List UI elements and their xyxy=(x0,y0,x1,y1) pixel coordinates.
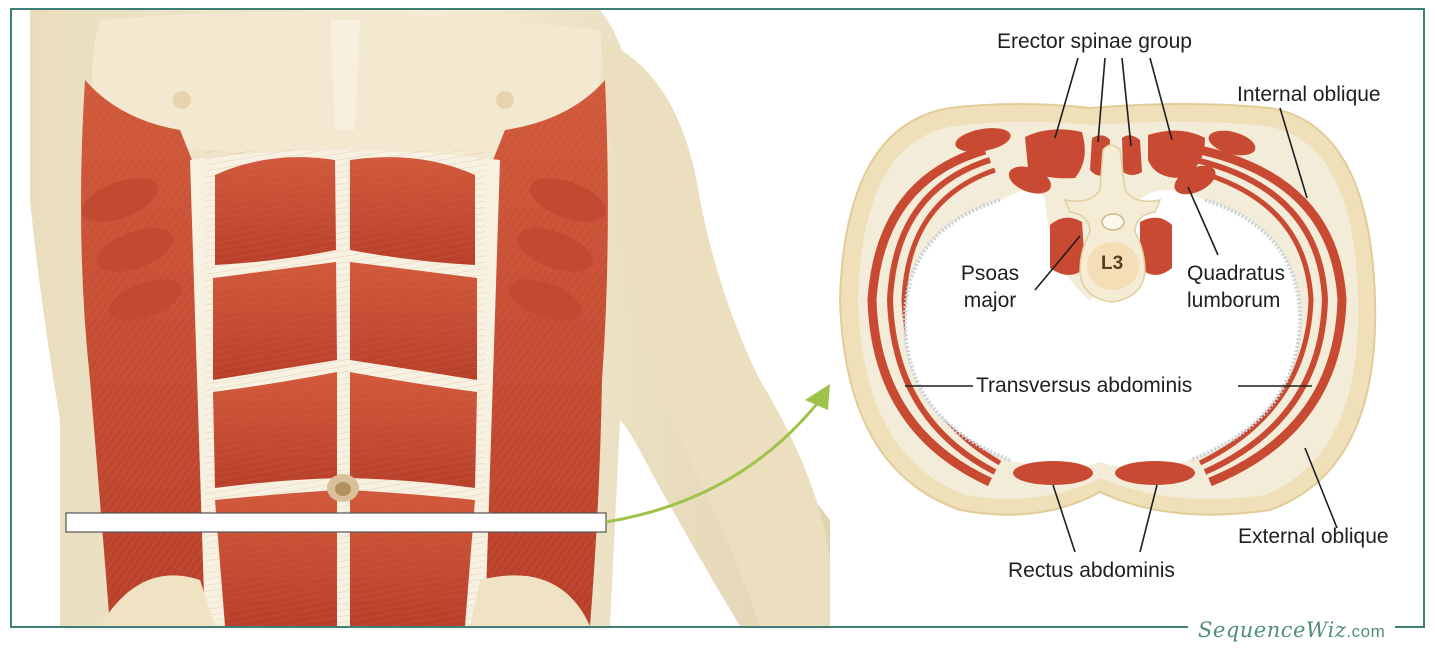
label-transversus: Transversus abdominis xyxy=(976,374,1193,397)
left-nipple xyxy=(173,91,191,109)
label-quadratus-1: Quadratus xyxy=(1187,262,1286,285)
label-psoas-major-1: Psoas xyxy=(960,262,1020,285)
rectus-abdominis-left-section xyxy=(1013,461,1093,485)
rectus-abdominis-right-section xyxy=(1115,461,1195,485)
label-rectus-abdominis: Rectus abdominis xyxy=(1008,559,1175,582)
watermark-tld: .com xyxy=(1346,622,1386,641)
watermark-name: SequenceWiz xyxy=(1198,618,1347,642)
psoas-right xyxy=(1140,217,1172,275)
section-arrow xyxy=(605,384,830,524)
torso-illustration xyxy=(30,10,830,626)
label-quadratus-2: lumborum xyxy=(1187,289,1281,312)
label-external-oblique: External oblique xyxy=(1238,525,1389,548)
label-erector-spinae: Erector spinae group xyxy=(997,30,1192,53)
watermark-logo: SequenceWiz.com xyxy=(1188,618,1396,642)
cross-section-indicator xyxy=(65,512,607,533)
right-nipple xyxy=(496,91,514,109)
quadratus-left xyxy=(1008,166,1052,194)
vertebra-l3 xyxy=(1063,144,1162,303)
quadratus-right xyxy=(1174,165,1216,195)
label-psoas-major-2: major xyxy=(963,289,1017,312)
label-internal-oblique: Internal oblique xyxy=(1237,83,1381,106)
cross-section-diagram xyxy=(838,103,1377,516)
lateral-wall-right xyxy=(1191,145,1347,487)
abdominal-cavity xyxy=(905,190,1300,469)
label-vertebra: L3 xyxy=(1101,253,1124,274)
leader-lines xyxy=(905,57,1338,553)
